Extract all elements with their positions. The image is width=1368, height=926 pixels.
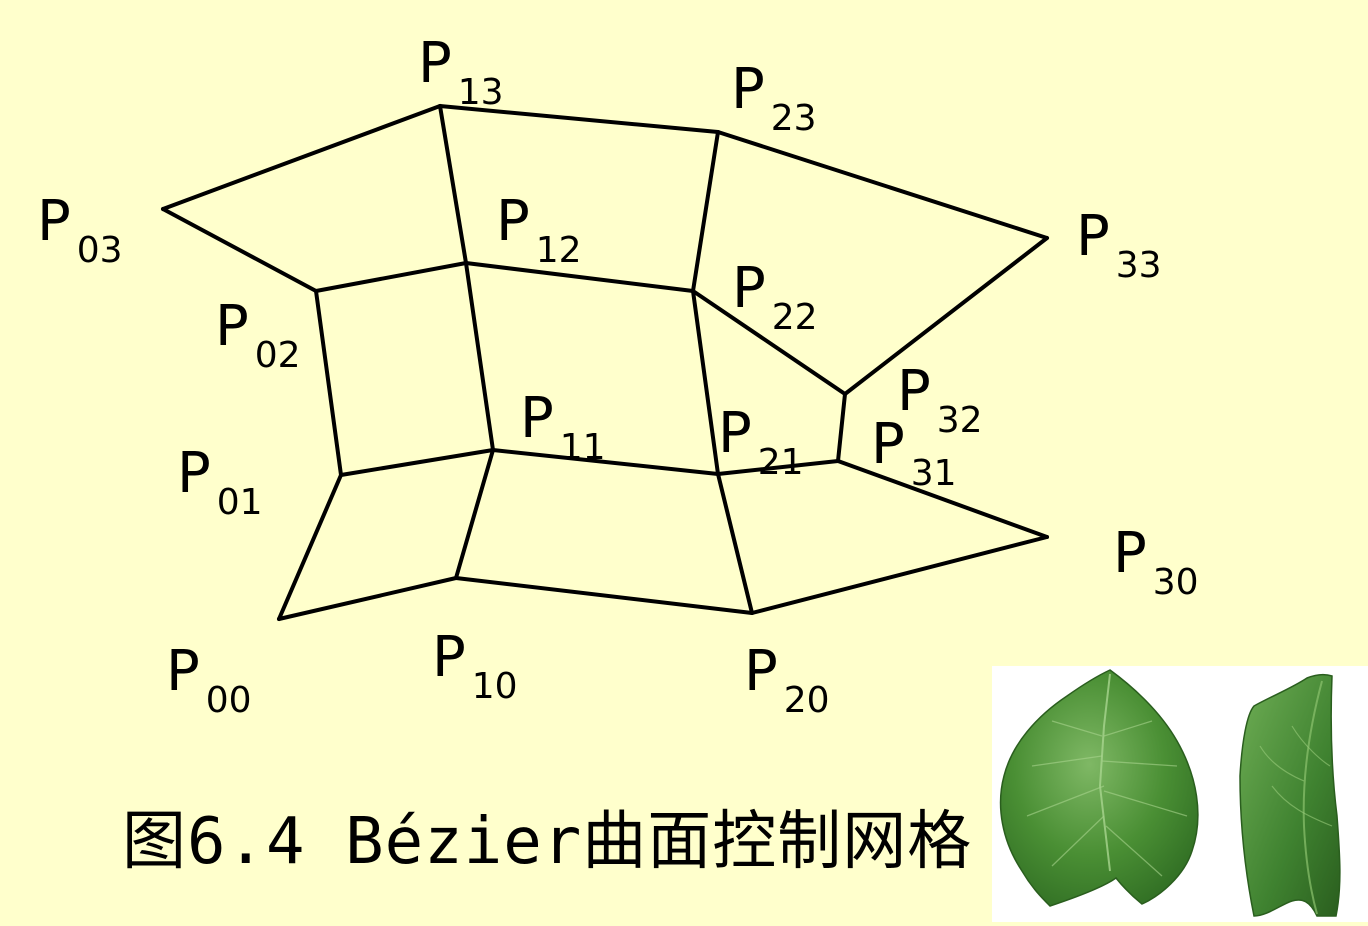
figure-caption: 图6.4 Bézier曲面控制网格 [122, 805, 973, 879]
label-subscript: 23 [771, 98, 817, 139]
label-letter: P [520, 386, 554, 451]
edge-P21-P22 [691, 289, 720, 476]
label-letter: P [731, 57, 765, 122]
edge-P21-P31 [716, 459, 840, 476]
label-letter: P [496, 189, 530, 254]
label-letter: P [744, 639, 778, 704]
label-subscript: 33 [1116, 245, 1162, 286]
control-net-lines [161, 104, 1049, 621]
curled-leaf-image [1239, 673, 1341, 917]
label-subscript: 01 [217, 482, 263, 523]
label-letter: P [418, 31, 452, 96]
leaf-photo-panel [992, 666, 1368, 922]
leaf-illustrations [999, 669, 1341, 917]
edge-P11-P21 [491, 448, 720, 476]
edge-P02-P12 [314, 261, 468, 293]
edge-P10-P11 [454, 448, 495, 580]
edge-P20-P30 [750, 535, 1049, 615]
edge-P12-P22 [464, 261, 695, 293]
edge-P30-P31 [836, 459, 1049, 539]
label-letter: P [732, 256, 766, 321]
label-letter: P [897, 359, 931, 424]
label-subscript: 31 [911, 453, 957, 494]
label-subscript: 22 [772, 297, 818, 338]
edge-P01-P11 [339, 448, 495, 477]
label-subscript: 12 [536, 230, 582, 271]
edge-P13-P23 [438, 104, 720, 134]
label-subscript: 13 [458, 72, 504, 113]
label-subscript: 10 [472, 666, 518, 707]
label-letter: P [432, 625, 466, 690]
edge-P22-P23 [691, 130, 720, 293]
edge-P00-P10 [277, 576, 458, 621]
label-subscript: 20 [784, 680, 830, 721]
edge-P11-P12 [464, 261, 495, 452]
label-subscript: 11 [560, 427, 606, 468]
label-subscript: 02 [255, 335, 301, 376]
label-letter: P [871, 412, 905, 477]
flat-leaf-image [999, 669, 1199, 907]
label-letter: P [215, 294, 249, 359]
label-subscript: 03 [77, 230, 123, 271]
edge-P20-P21 [716, 472, 754, 615]
label-letter: P [1076, 204, 1110, 269]
label-letter: P [166, 639, 200, 704]
label-subscript: 21 [758, 442, 804, 483]
edge-P12-P13 [438, 104, 468, 265]
label-letter: P [177, 441, 211, 506]
label-subscript: 32 [937, 400, 983, 441]
edge-P31-P32 [836, 392, 847, 463]
edge-P32-P33 [843, 236, 1049, 396]
edge-P23-P33 [716, 130, 1049, 240]
edge-P03-P13 [161, 104, 442, 211]
label-letter: P [718, 401, 752, 466]
edge-P00-P01 [277, 473, 343, 621]
edge-P02-P03 [161, 207, 318, 293]
label-letter: P [37, 189, 71, 254]
edge-P22-P32 [691, 289, 847, 396]
label-subscript: 30 [1153, 562, 1199, 603]
label-subscript: 00 [206, 680, 252, 721]
label-letter: P [1113, 521, 1147, 586]
edge-P01-P02 [314, 289, 343, 477]
edge-P10-P20 [454, 576, 754, 615]
